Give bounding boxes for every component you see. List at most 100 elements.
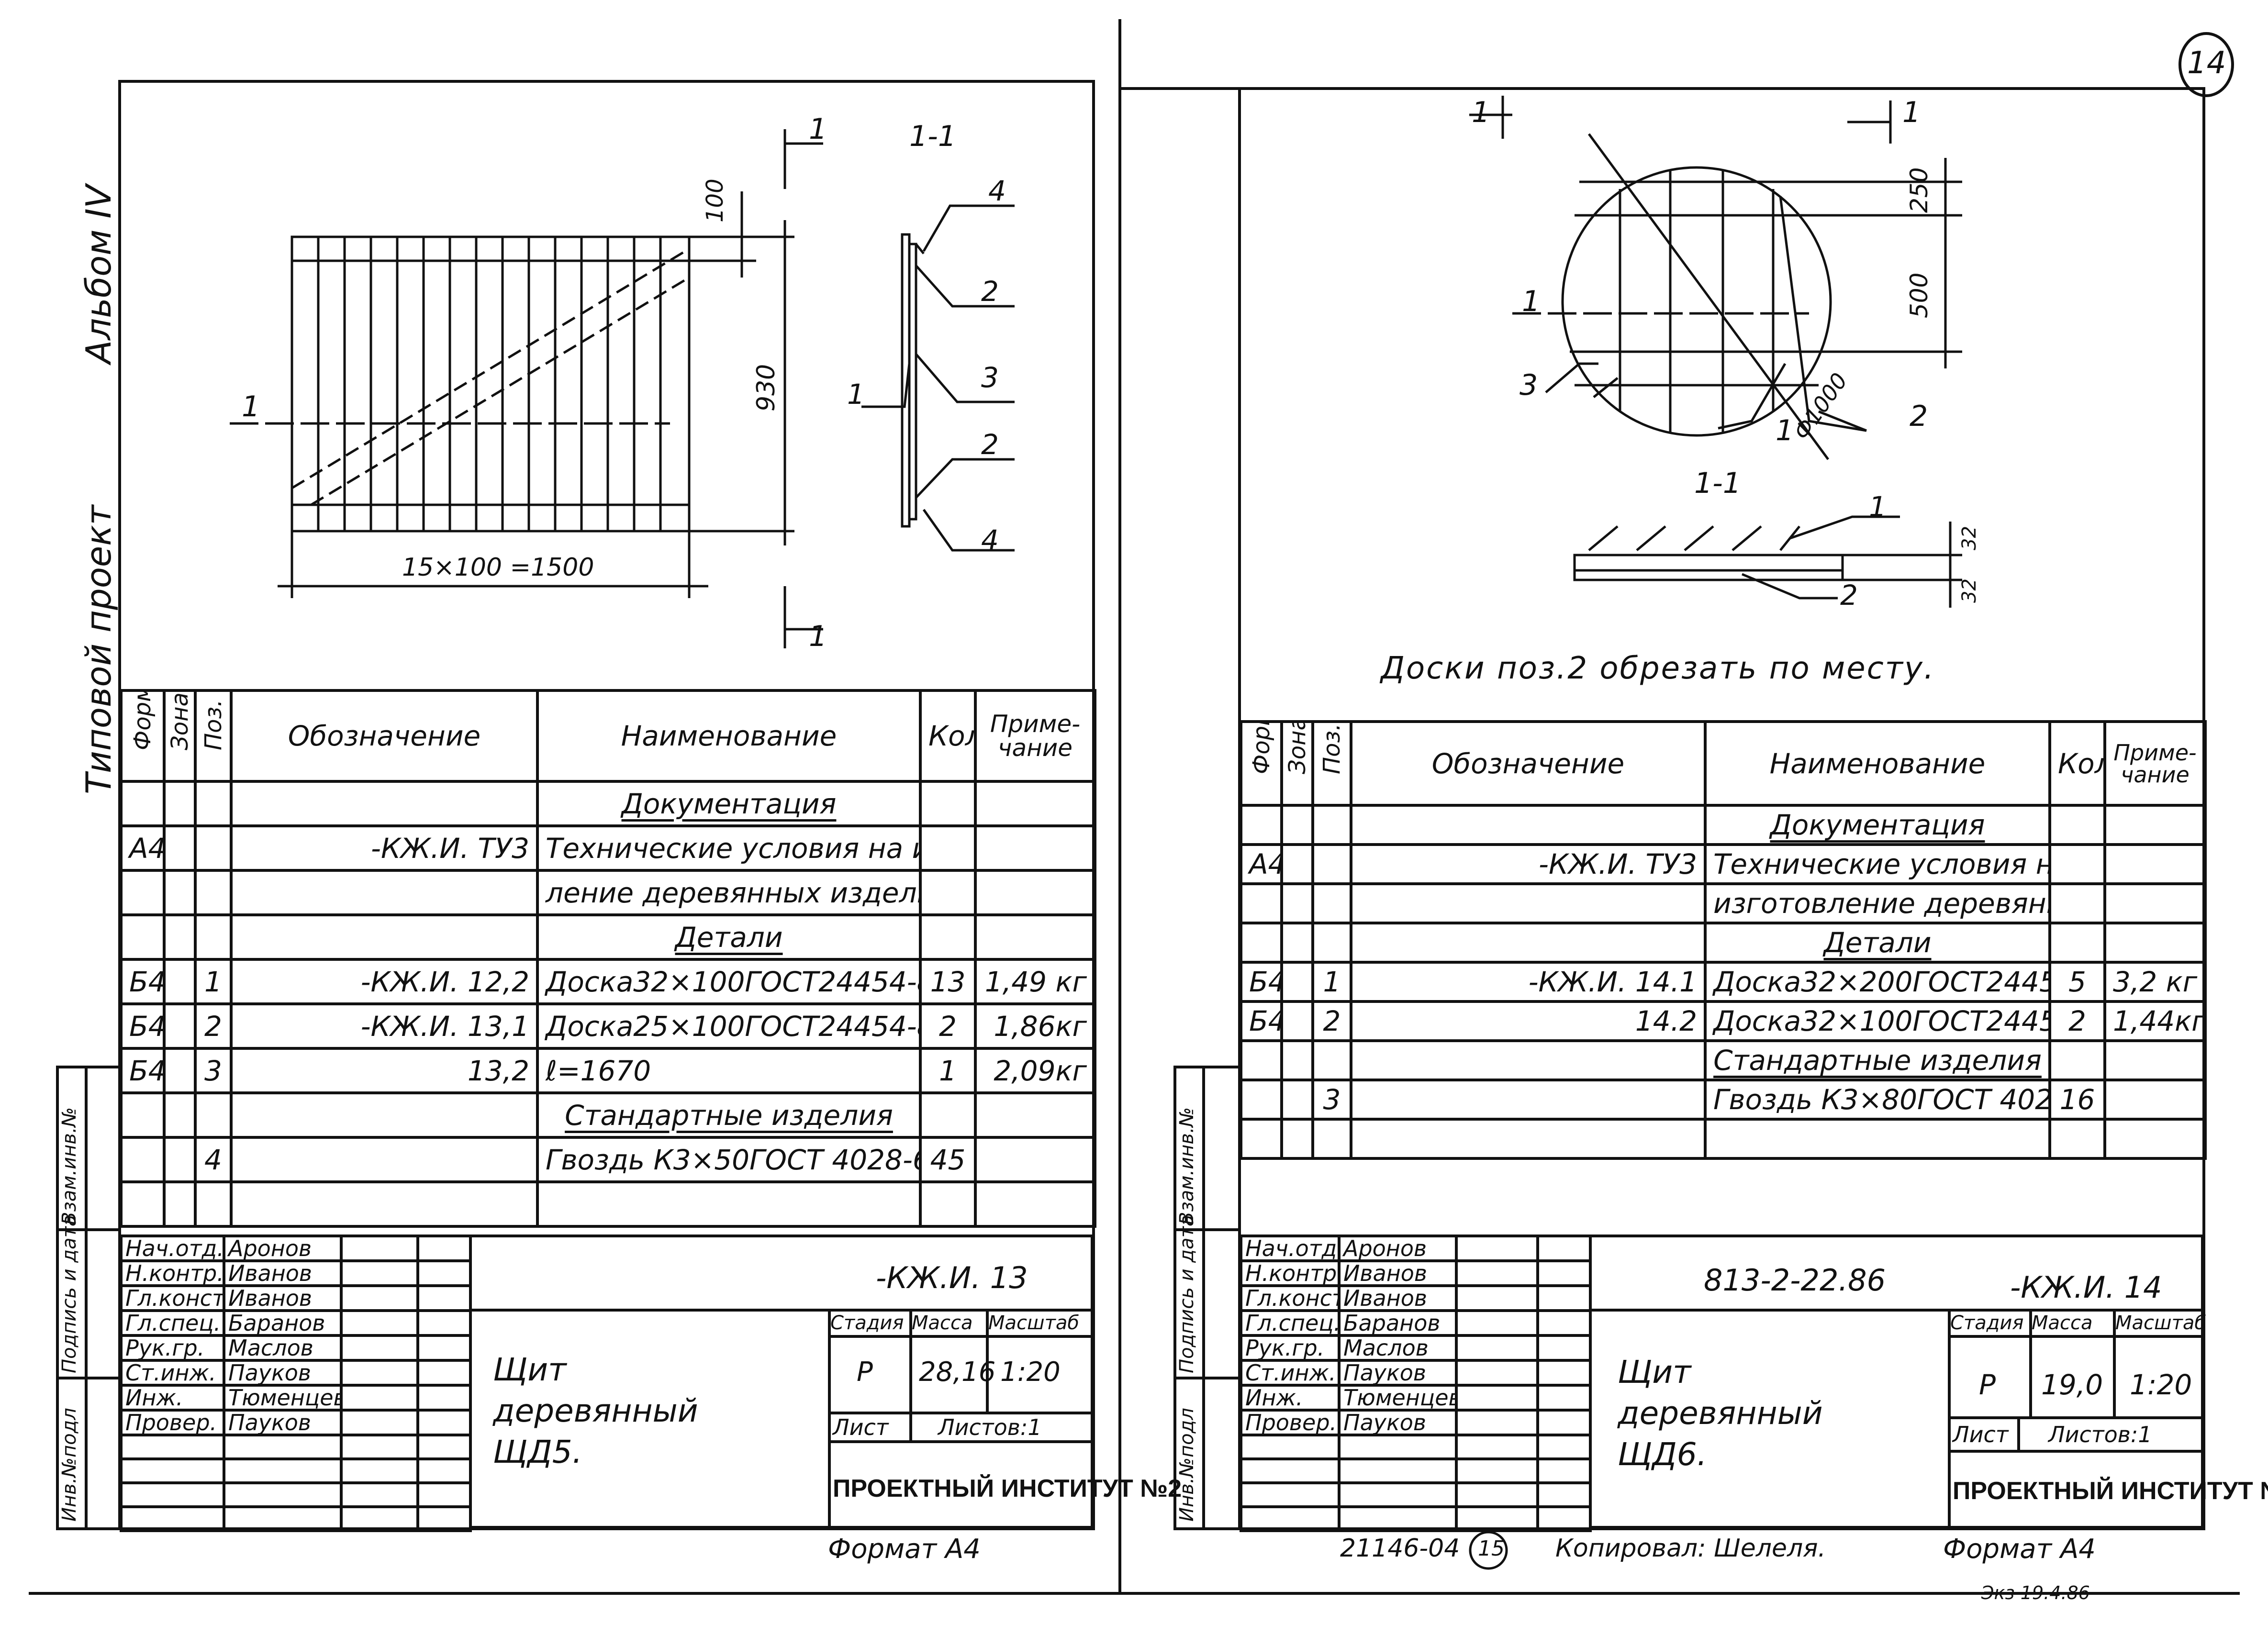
callout-2-top: 2 xyxy=(981,275,999,308)
spec-cell-qty xyxy=(2048,804,2106,846)
spec-cell-zone xyxy=(163,869,197,916)
staff-empty-cell xyxy=(1536,1434,1592,1460)
staff-role: Гл.спец. xyxy=(1240,1309,1341,1337)
tb-r-divider xyxy=(1589,1309,2204,1312)
staff-role: Рук.гр. xyxy=(120,1334,225,1362)
staff-empty-cell xyxy=(340,1505,419,1532)
staff-signature xyxy=(340,1235,419,1262)
spec-cell-designation: -КЖ.И. ТУ3 xyxy=(1350,843,1707,885)
title-block-right xyxy=(1589,1235,2204,1529)
spec-cell-qty: 45 xyxy=(919,1136,977,1183)
staff-empty-cell xyxy=(223,1505,343,1532)
spec-cell-note xyxy=(974,913,1096,961)
staff-row: Ст.инж.Пауков xyxy=(120,1359,472,1387)
staff-row-empty xyxy=(1240,1481,1592,1508)
staff-role: Н.контр. xyxy=(1240,1259,1341,1287)
spec-cell-qty xyxy=(2048,1118,2106,1160)
spec-cell-pos: 1 xyxy=(1311,961,1352,1003)
staff-name: Тюменцева xyxy=(223,1384,343,1412)
callout-3-plan: 3 xyxy=(1519,368,1538,402)
spec-cell-pos xyxy=(194,1180,233,1228)
staff-name: Аронов xyxy=(1338,1235,1458,1262)
spec-cell-format: Б4 xyxy=(120,1002,166,1050)
spec-cell-note xyxy=(974,824,1096,872)
staff-role: Н.контр. xyxy=(120,1259,225,1287)
staff-signature xyxy=(1455,1384,1539,1412)
spec-cell-pos xyxy=(194,1091,233,1139)
staff-role: Гл.конст. xyxy=(1240,1284,1341,1312)
spec-cell-pos: 1 xyxy=(194,958,233,1005)
shield-section-left xyxy=(861,204,1015,552)
sheets-label-left: Листов:1 xyxy=(938,1414,1042,1440)
spec-cell-name: Документация xyxy=(536,780,922,827)
staff-role: Провер. xyxy=(1240,1409,1341,1436)
spec-section-title: Детали xyxy=(1823,926,1932,959)
dim-930: 930 xyxy=(752,364,781,412)
spec-cell-pos: 3 xyxy=(1311,1079,1352,1121)
cut-mark-bottom: 1 xyxy=(809,620,827,653)
tb-r-vline2 xyxy=(2113,1309,2116,1416)
stamp-label-r2: Подпись и дата xyxy=(1176,1214,1198,1373)
staff-row: Инж.Тюменцева xyxy=(1240,1384,1592,1412)
callout-2-section: 2 xyxy=(1840,579,1858,612)
staff-signature xyxy=(1455,1284,1539,1312)
spec-row: изготовление деревянных изделий xyxy=(1240,882,2207,924)
stage-value-left: Р xyxy=(857,1357,873,1388)
spec-cell-zone xyxy=(1280,961,1314,1003)
stamp-label-3: Взам.инв.№ xyxy=(58,1107,80,1225)
spec-cell-qty xyxy=(919,1180,977,1228)
spec-cell-designation xyxy=(230,869,539,916)
spec-cell-zone xyxy=(1280,1000,1314,1042)
staff-row-empty xyxy=(120,1434,472,1460)
staff-row: Гл.спец.Баранов xyxy=(120,1309,472,1337)
staff-signature xyxy=(340,1384,419,1412)
staff-date xyxy=(1536,1334,1592,1362)
spec-section-title: Документация xyxy=(1770,809,1985,841)
section-title-left: 1-1 xyxy=(909,120,956,153)
scale-label-left: Масштаб xyxy=(988,1312,1080,1334)
spec-cell-name: Документация xyxy=(1704,804,2051,846)
callout-4-bottom: 4 xyxy=(981,524,999,556)
spec-cell-zone xyxy=(163,1091,197,1139)
staff-row: Н.контр.Иванов xyxy=(120,1259,472,1287)
staff-name: Пауков xyxy=(1338,1359,1458,1387)
header-designation-right: Обозначение xyxy=(1350,720,1707,807)
staff-empty-cell xyxy=(1455,1481,1539,1508)
tb-vline1 xyxy=(909,1309,912,1412)
spec-cell-zone xyxy=(163,780,197,827)
staff-empty-cell xyxy=(1338,1481,1458,1508)
callout-1-plan-b: 1 xyxy=(1776,414,1794,447)
staff-empty-cell xyxy=(120,1505,225,1532)
spec-cell-zone xyxy=(163,913,197,961)
tb-r-divider2 xyxy=(1948,1335,2204,1338)
spec-cell-designation xyxy=(1350,882,1707,924)
doc-number: 21146-04 xyxy=(1340,1534,1460,1563)
spec-cell-zone xyxy=(163,1136,197,1183)
staff-empty-cell xyxy=(120,1434,225,1460)
header-name-right: Наименование xyxy=(1704,720,2051,807)
staff-empty-cell xyxy=(1455,1457,1539,1484)
spec-cell-format xyxy=(120,1091,166,1139)
footer-circle xyxy=(1469,1531,1508,1570)
mass-value-right: 19,0 xyxy=(2041,1368,2103,1401)
spec-cell-qty xyxy=(919,1091,977,1139)
sheets-label-right: Листов:1 xyxy=(2048,1422,2152,1447)
spec-cell-note xyxy=(2103,1118,2207,1160)
spec-cell-zone xyxy=(1280,1039,1314,1081)
staff-empty-cell xyxy=(416,1457,472,1484)
spec-cell-qty xyxy=(919,824,977,872)
staff-table-right: Нач.отд.АроновН.контр.ИвановГл.конст.Ива… xyxy=(1240,1235,1592,1532)
spec-header-row: Формат Зона Поз. Обозначение Наименовани… xyxy=(120,689,1096,783)
spec-cell-zone xyxy=(163,1180,197,1228)
spec-table-left: Формат Зона Поз. Обозначение Наименовани… xyxy=(120,689,1096,1228)
spec-cell-pos: 2 xyxy=(194,1002,233,1050)
staff-role: Инж. xyxy=(120,1384,225,1412)
spec-cell-name xyxy=(536,1180,922,1228)
spec-cell-designation: -КЖ.И. 12,2 xyxy=(230,958,539,1005)
staff-name: Баранов xyxy=(1338,1309,1458,1337)
staff-role: Гл.конст. xyxy=(120,1284,225,1312)
